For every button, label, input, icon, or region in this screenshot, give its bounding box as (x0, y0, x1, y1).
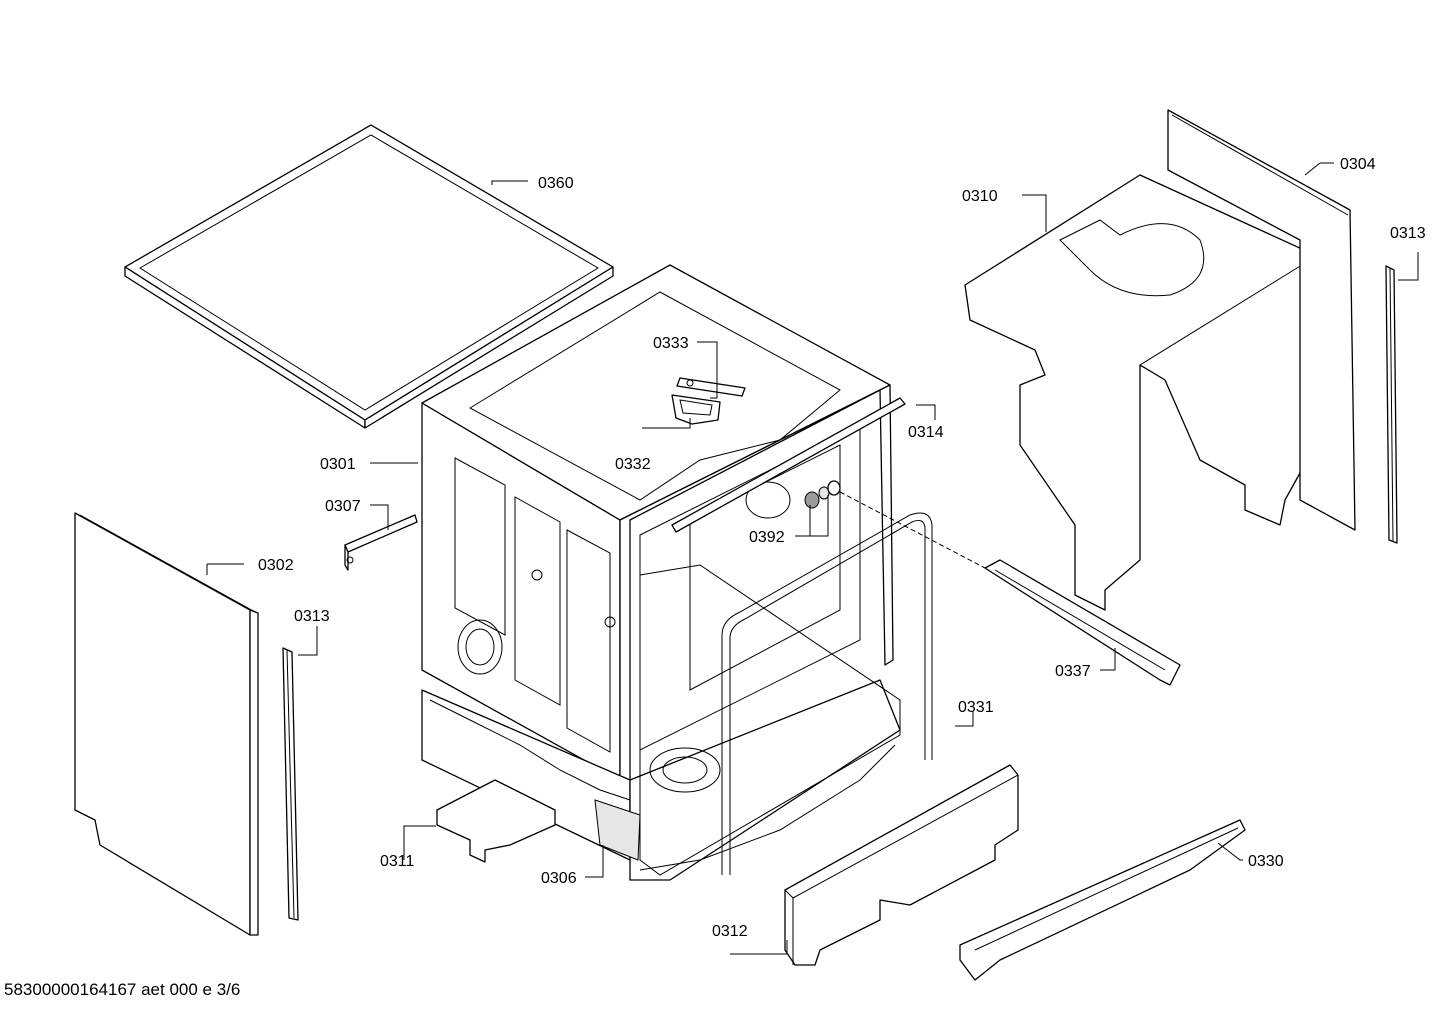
label-0307[interactable]: 0307 (325, 498, 361, 515)
part-0304-back-panel[interactable] (1167, 109, 1356, 531)
label-0337[interactable]: 0337 (1055, 663, 1091, 680)
part-0302-side-panel[interactable] (74, 512, 259, 936)
label-0360[interactable]: 0360 (538, 175, 574, 192)
part-0306-base-tray[interactable] (594, 799, 641, 861)
part-0360-top-cover[interactable] (124, 124, 614, 429)
part-0332-lock[interactable] (671, 394, 721, 425)
label-0310[interactable]: 0310 (962, 188, 998, 205)
part-0311-foam-block[interactable] (436, 779, 556, 863)
label-0333[interactable]: 0333 (653, 335, 689, 352)
part-0314-top-seal[interactable] (671, 397, 906, 533)
label-0304[interactable]: 0304 (1340, 156, 1376, 173)
part-0330-plinth-strip[interactable] (959, 819, 1246, 981)
part-0313-seal-strip-right[interactable] (1385, 265, 1398, 544)
label-0311[interactable]: 0311 (380, 853, 415, 870)
document-reference: 58300000164167 aet 000 e 3/6 (4, 980, 241, 999)
label-0313-right[interactable]: 0313 (1390, 225, 1426, 242)
part-0392-connectors[interactable] (804, 480, 986, 569)
part-labels: 0360 0304 0310 0313 0333 0332 0314 0301 … (258, 156, 1426, 940)
label-0312[interactable]: 0312 (712, 923, 748, 940)
label-0313-left[interactable]: 0313 (294, 608, 330, 625)
part-0331-door-seal[interactable] (721, 512, 933, 875)
part-0337-rail[interactable] (984, 559, 1181, 686)
leader-lines (206, 162, 1419, 955)
label-0332[interactable]: 0332 (615, 456, 651, 473)
label-0330[interactable]: 0330 (1248, 853, 1284, 870)
label-0314[interactable]: 0314 (908, 424, 944, 441)
label-0331[interactable]: 0331 (958, 699, 994, 716)
part-0307-bracket[interactable] (344, 514, 418, 571)
label-0392[interactable]: 0392 (749, 529, 785, 546)
part-0333-clip[interactable] (676, 377, 746, 397)
part-0301-cabinet[interactable] (421, 264, 901, 881)
part-0313-seal-strip-left[interactable] (282, 647, 299, 921)
label-0302[interactable]: 0302 (258, 557, 294, 574)
part-0310-insulation[interactable] (964, 174, 1316, 611)
part-0312-insulation-block[interactable] (784, 764, 1019, 966)
label-0306[interactable]: 0306 (541, 870, 577, 887)
label-0301[interactable]: 0301 (320, 456, 356, 473)
